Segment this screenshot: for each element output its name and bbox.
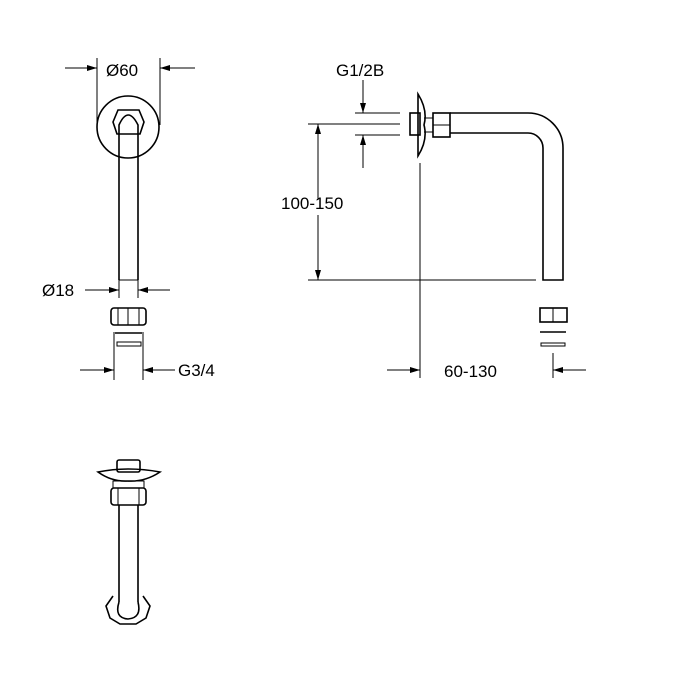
front-view: Ø60 Ø18 G3/4 — [42, 58, 215, 380]
top-flange — [96, 468, 163, 482]
top-view — [96, 459, 163, 625]
pipe-diameter-label: Ø18 — [42, 281, 74, 300]
flange-diameter-label: Ø60 — [106, 61, 138, 80]
side-flange — [417, 91, 426, 159]
top-nut — [110, 487, 147, 506]
projection-range-label: 60-130 — [444, 362, 497, 381]
outlet-thread-label: G1/2B — [336, 61, 384, 80]
flange-outline — [96, 95, 160, 159]
bottom-hex — [105, 595, 151, 625]
bent-pipe — [450, 112, 564, 281]
height-range-label: 100-150 — [281, 194, 343, 213]
side-view: G1/2B 100-150 60-130 — [281, 61, 586, 381]
hex-nut — [112, 109, 145, 135]
pipe — [118, 114, 139, 280]
outlet-thread — [409, 112, 421, 136]
inlet-thread-label: G3/4 — [178, 361, 215, 380]
